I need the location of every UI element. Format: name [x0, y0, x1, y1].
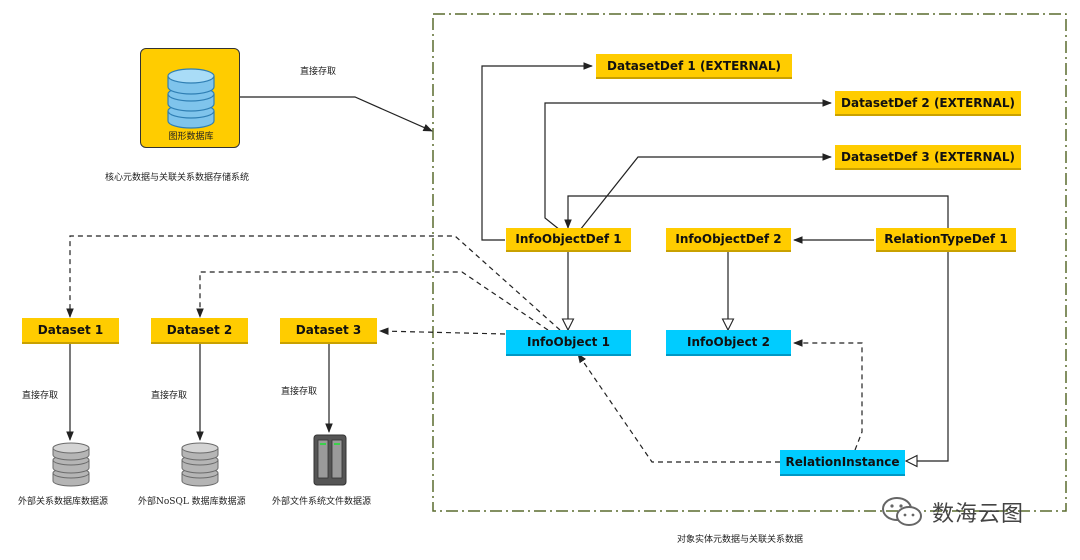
edge-ri-io2 [793, 339, 863, 451]
datasetdef-1: DatasetDef 1 (EXTERNAL) [596, 54, 792, 79]
container-caption: 对象实体元数据与关联关系数据 [677, 535, 804, 545]
dataset-2: Dataset 2 [151, 318, 248, 344]
external-nosql-label: 外部NoSQL 数据库数据源 [138, 497, 246, 507]
watermark-text: 数海云图 [932, 502, 1025, 527]
graph-database-box: 图形数据库 [140, 48, 240, 148]
edge-io1-ds1 [66, 235, 561, 331]
graph-database-label: 图形数据库 [168, 132, 214, 142]
nosql-database-icon [181, 442, 219, 487]
infoobject-1: InfoObject 1 [506, 330, 631, 356]
edge-io1-ds2 [196, 271, 549, 331]
edge-ri-rtd [906, 252, 949, 461]
direct-access-label-3: 直接存取 [281, 387, 318, 397]
infoobjectdef-1: InfoObjectDef 1 [506, 228, 631, 252]
dataset-1: Dataset 1 [22, 318, 119, 344]
edge-iod1-dsd3 [579, 153, 832, 231]
external-rdb-label: 外部关系数据库数据源 [18, 497, 109, 507]
relation-instance: RelationInstance [780, 450, 905, 476]
relational-database-icon [52, 442, 90, 487]
infoobject-2: InfoObject 2 [666, 330, 791, 356]
direct-access-label-1: 直接存取 [22, 391, 59, 401]
database-icon [167, 68, 215, 129]
file-server-icon [313, 434, 347, 486]
edge-io1-ds3 [379, 327, 506, 336]
core-system-caption: 核心元数据与关联关系数据存储系统 [105, 173, 250, 183]
dataset-3: Dataset 3 [280, 318, 377, 344]
wechat-icon [882, 497, 922, 526]
edge-rtd-iod1 [564, 195, 949, 230]
container-border [432, 13, 1067, 512]
edge-iod1-dsd2 [544, 99, 832, 231]
direct-access-label-2: 直接存取 [151, 391, 188, 401]
watermark: 数海云图 [878, 494, 1058, 530]
datasetdef-2: DatasetDef 2 (EXTERNAL) [835, 91, 1021, 116]
infoobjectdef-2: InfoObjectDef 2 [666, 228, 791, 252]
relationtypedef-1: RelationTypeDef 1 [876, 228, 1016, 252]
edge-graphdb-container [240, 96, 433, 132]
edge-iod1-dsd1 [481, 62, 593, 241]
datasetdef-3: DatasetDef 3 (EXTERNAL) [835, 145, 1021, 170]
edge-ri-io1 [577, 353, 780, 463]
direct-access-label-top: 直接存取 [300, 67, 337, 77]
external-fs-label: 外部文件系统文件数据源 [272, 497, 372, 507]
